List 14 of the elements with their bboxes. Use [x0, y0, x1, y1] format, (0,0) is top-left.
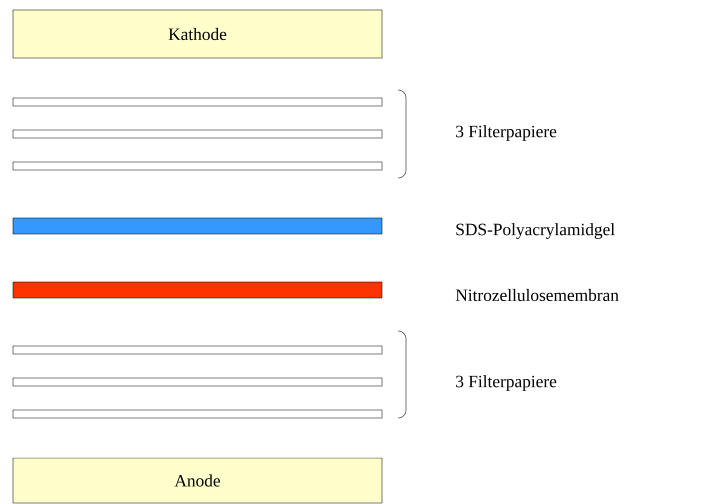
layer-bar	[12, 346, 382, 354]
layer-bar	[12, 378, 382, 386]
group-label: 3 Filterpapiere	[456, 125, 556, 141]
layer-bar	[12, 282, 382, 298]
group-label: 3 Filterpapiere	[456, 375, 556, 391]
group-label: SDS-Polyacrylamidgel	[456, 223, 615, 239]
electrode-box: Anode	[12, 458, 382, 504]
layer-bar	[12, 98, 382, 106]
layer-bar	[12, 410, 382, 418]
layer-bar	[12, 130, 382, 138]
electrode-box: Kathode	[12, 10, 382, 58]
layer-bar	[12, 162, 382, 170]
group-label: Nitrozellulosemembran	[456, 288, 619, 302]
layer-bar	[12, 218, 382, 234]
